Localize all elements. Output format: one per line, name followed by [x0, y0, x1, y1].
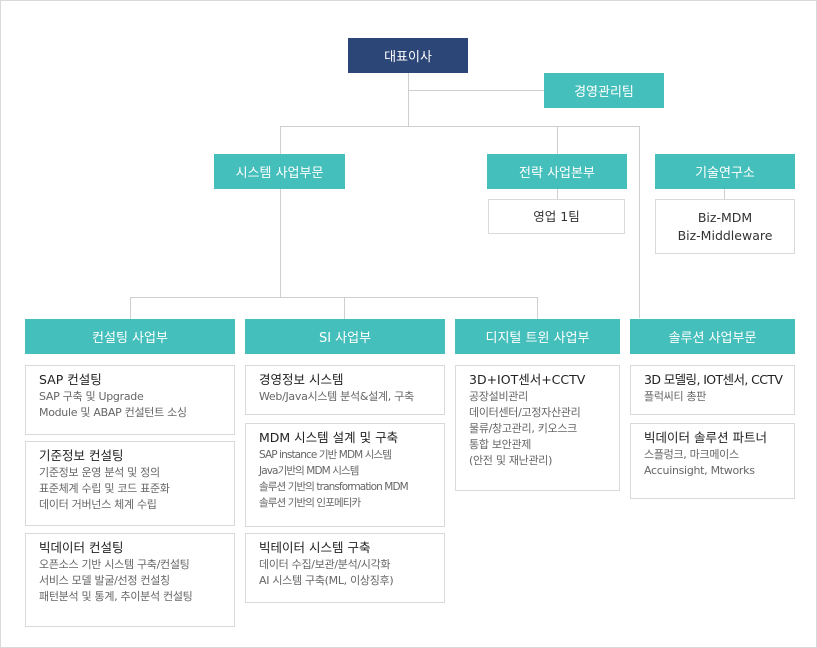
box-line: 데이터 거버넌스 체계 수립: [39, 498, 157, 511]
mdm-system-box: MDM 시스템 설계 및 구축 SAP instance 기반 MDM 시스템 …: [245, 423, 445, 527]
connector-line: [344, 297, 345, 319]
box-line: Module 및 ABAP 컨설턴트 소싱: [39, 406, 187, 419]
box-title: MDM 시스템 설계 및 구축: [259, 430, 399, 445]
box-line: 플럭씨티 총판: [644, 390, 707, 403]
box-title: 3D+IOT센서+CCTV: [469, 372, 586, 387]
strategy-division-node: 전략 사업본부: [487, 154, 627, 189]
connector-line: [130, 297, 131, 319]
digital-twin-box: 3D+IOT센서+CCTV 공장설비관리 데이터센터/고정자산관리 물류/창고관…: [455, 365, 620, 491]
box-title: 빅테이터 시스템 구축: [259, 540, 371, 555]
box-line: 표준체계 수립 및 코드 표준화: [39, 482, 170, 495]
box-title: 기준정보 컨설팅: [39, 448, 124, 463]
team-label: 영업 1팀: [533, 208, 580, 224]
box-line: 데이터센터/고정자산관리: [469, 406, 581, 419]
box-title: SAP 컨설팅: [39, 372, 102, 387]
box-title: 빅데이터 컨설팅: [39, 540, 124, 555]
sap-consulting-box: SAP 컨설팅 SAP 구축 및 Upgrade Module 및 ABAP 컨…: [25, 365, 235, 435]
3d-modeling-box: 3D 모델링, IOT센서, CCTV 플럭씨티 총판: [630, 365, 795, 415]
box-line: 솔루션 기반의 인포메티카: [259, 497, 361, 509]
connector-line: [557, 126, 558, 154]
research-item: Biz-MDM: [697, 209, 753, 225]
connector-line: [280, 126, 281, 154]
connector-line: [639, 126, 640, 318]
solution-division-node: 솔루션 사업부문: [630, 319, 795, 354]
connector-line: [280, 189, 281, 297]
research-lab-node: 기술연구소: [655, 154, 795, 189]
box-line: 서비스 모델 발굴/선정 컨설칭: [39, 574, 170, 587]
strategy-team-box: 영업 1팀: [488, 199, 625, 234]
connector-line: [408, 90, 545, 91]
box-line: 솔루션 기반의 transformation MDM: [259, 481, 409, 493]
master-data-consulting-box: 기준정보 컨설팅 기준정보 운영 분석 및 정의 표준체계 수립 및 코드 표준…: [25, 441, 235, 526]
research-items-box: Biz-MDM Biz-Middleware: [655, 199, 795, 254]
connector-line: [724, 189, 725, 199]
management-team-node: 경영관리팀: [544, 73, 664, 108]
box-title: 3D 모델링, IOT센서, CCTV: [644, 372, 783, 387]
box-line: 오픈소스 기반 시스템 구축/컨설팅: [39, 558, 190, 571]
box-title: 빅데이터 솔루션 파트너: [644, 430, 767, 445]
box-title: 경영정보 시스템: [259, 372, 344, 387]
consulting-unit-node: 컨설팅 사업부: [25, 319, 235, 354]
box-line: SAP 구축 및 Upgrade: [39, 390, 144, 403]
box-line: 패턴분석 및 통계, 추이분석 컨설팅: [39, 590, 193, 603]
box-line: (안전 및 재난관리): [469, 454, 553, 467]
bigdata-system-box: 빅테이터 시스템 구축 데이터 수집/보관/분석/시각화 AI 시스템 구축(M…: [245, 533, 445, 603]
connector-line: [280, 126, 640, 127]
connector-line: [557, 189, 558, 199]
management-info-system-box: 경영정보 시스템 Web/Java시스템 분석&설계, 구축: [245, 365, 445, 415]
box-line: 물류/창고관리, 키오스크: [469, 422, 577, 435]
digital-twin-unit-node: 디지털 트윈 사업부: [455, 319, 620, 354]
box-line: Java기반의 MDM 시스템: [259, 465, 359, 477]
bigdata-consulting-box: 빅데이터 컨설팅 오픈소스 기반 시스템 구축/컨설팅 서비스 모델 발굴/선정…: [25, 533, 235, 627]
box-line: 데이터 수집/보관/분석/시각화: [259, 558, 391, 571]
box-line: AI 시스템 구축(ML, 이상징후): [259, 574, 394, 587]
research-item: Biz-Middleware: [677, 227, 773, 243]
box-line: 공장설비관리: [469, 390, 528, 403]
connector-line: [537, 297, 538, 319]
box-line: 통합 보안관제: [469, 438, 532, 451]
connector-line: [408, 72, 409, 127]
system-division-node: 시스템 사업부문: [214, 154, 345, 189]
box-line: Accuinsight, Mtworks: [644, 464, 755, 477]
box-line: 기준정보 운영 분석 및 정의: [39, 466, 160, 479]
ceo-node: 대표이사: [348, 38, 468, 73]
box-line: SAP instance 기반 MDM 시스템: [259, 449, 392, 461]
bigdata-partner-box: 빅데이터 솔루션 파트너 스플렁크, 마크메이스 Accuinsight, Mt…: [630, 423, 795, 499]
box-line: 스플렁크, 마크메이스: [644, 448, 739, 461]
si-unit-node: SI 사업부: [245, 319, 445, 354]
box-line: Web/Java시스템 분석&설계, 구축: [259, 390, 414, 403]
connector-line: [130, 297, 538, 298]
